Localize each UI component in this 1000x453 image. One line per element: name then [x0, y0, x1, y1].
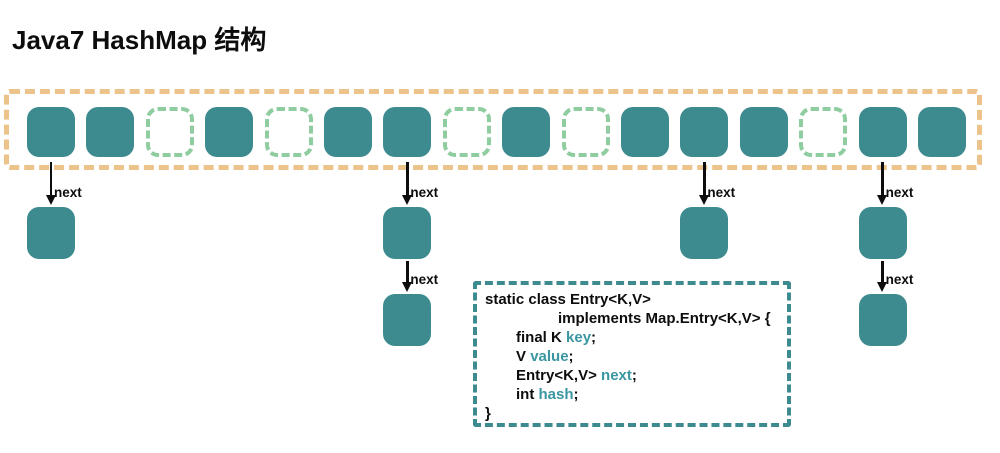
bucket-array	[4, 89, 982, 170]
code-field-name: next	[601, 367, 632, 384]
next-label: next	[707, 185, 736, 200]
code-field-name: value	[530, 348, 569, 365]
code-field-name: key	[566, 329, 592, 346]
arrow-head-icon	[45, 195, 56, 205]
bucket-cell-empty	[799, 107, 848, 157]
bucket-cell-filled	[918, 107, 966, 157]
bucket-cell-empty	[561, 107, 610, 157]
bucket-cell-empty	[264, 107, 313, 157]
bucket-chain: next	[680, 162, 735, 261]
bucket-cell-filled	[205, 107, 254, 157]
code-line: implements Map.Entry<K,V> {	[485, 309, 779, 328]
code-text: V	[516, 348, 531, 365]
arrow-line	[881, 261, 884, 284]
code-text: int	[516, 386, 539, 403]
entry-node	[383, 207, 432, 259]
next-arrow: next	[859, 261, 913, 292]
next-label: next	[410, 272, 439, 287]
next-label: next	[410, 185, 439, 200]
arrow-line	[406, 162, 409, 197]
bucket-chain: next	[27, 162, 82, 261]
bucket-chain: next next	[858, 162, 913, 348]
entry-node	[858, 207, 907, 259]
arrow-head-icon	[401, 282, 412, 292]
bucket-cell-empty	[145, 107, 194, 157]
code-text: ;	[591, 329, 597, 346]
code-line: Entry<K,V> next;	[485, 366, 779, 385]
code-line: static class Entry<K,V>	[485, 290, 779, 309]
code-text: final K	[516, 329, 567, 346]
code-text: ;	[631, 367, 637, 384]
code-line: }	[485, 404, 779, 423]
arrow-line	[703, 162, 706, 197]
bucket-cell-filled	[502, 107, 551, 157]
arrow-head-icon	[698, 195, 709, 205]
bucket-cell-filled	[27, 107, 75, 157]
entry-node	[858, 294, 907, 346]
code-text: implements Map.Entry<K,V> {	[558, 310, 771, 327]
bucket-cell-filled	[621, 107, 669, 157]
bucket-cell-filled	[739, 107, 788, 157]
next-arrow: next	[383, 261, 438, 292]
code-line: int hash;	[485, 385, 779, 404]
code-line: V value;	[485, 347, 779, 366]
bucket-cell-empty	[442, 107, 491, 157]
next-label: next	[885, 272, 914, 287]
next-label: next	[54, 185, 82, 200]
next-arrow: next	[859, 162, 913, 205]
bucket-cell-filled	[383, 107, 432, 157]
entry-node	[27, 207, 75, 259]
bucket-chain: next next	[383, 162, 438, 348]
page-title: Java7 HashMap 结构	[12, 25, 267, 55]
code-text: ;	[568, 348, 574, 365]
arrow-head-icon	[877, 282, 888, 292]
code-lines: static class Entry<K,V> implements Map.En…	[485, 290, 779, 423]
arrow-line	[406, 261, 409, 284]
code-text: ;	[573, 386, 579, 403]
bucket-cell-filled	[680, 107, 729, 157]
next-arrow: next	[680, 162, 735, 205]
arrow-head-icon	[401, 195, 412, 205]
code-line: final K key;	[485, 328, 779, 347]
code-field-name: hash	[538, 386, 574, 403]
entry-node	[383, 294, 432, 346]
arrow-line	[49, 162, 53, 197]
next-arrow: next	[383, 162, 438, 205]
code-text: Entry<K,V>	[516, 367, 602, 384]
code-text: }	[485, 405, 491, 422]
code-text: static class Entry<K,V>	[485, 291, 651, 308]
arrow-line	[881, 162, 884, 197]
bucket-cell-filled	[86, 107, 135, 157]
arrow-head-icon	[877, 195, 888, 205]
entry-node	[680, 207, 729, 259]
entry-class-code-box: static class Entry<K,V> implements Map.En…	[473, 281, 791, 427]
bucket-cell-filled	[324, 107, 372, 157]
next-label: next	[885, 185, 914, 200]
bucket-cell-filled	[858, 107, 907, 157]
next-arrow: next	[27, 162, 82, 205]
